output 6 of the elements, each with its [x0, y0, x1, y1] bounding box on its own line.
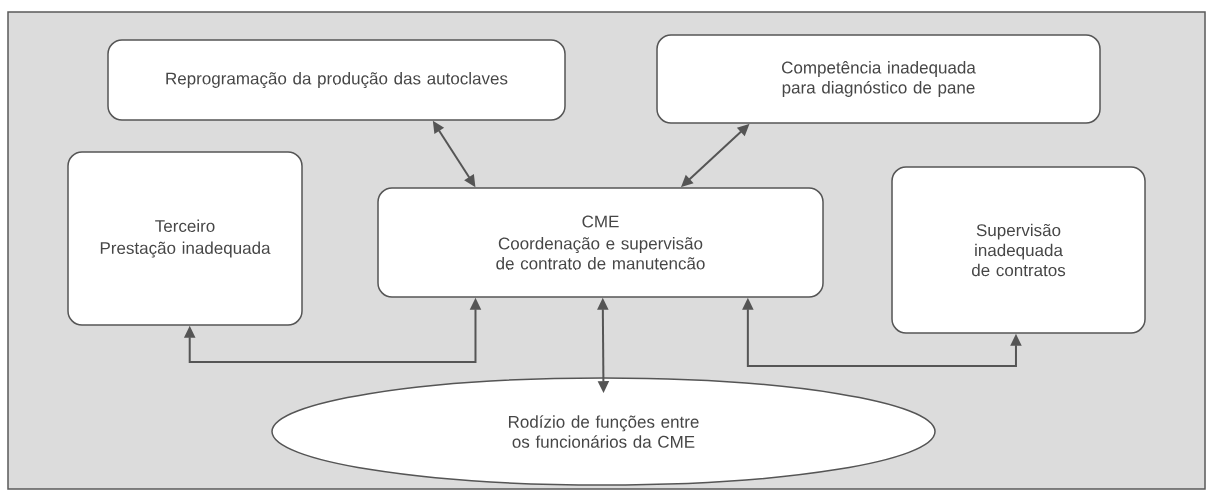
- rounded-box: CME Coordenação e supervisão de contrato de manutencão: [377, 187, 824, 298]
- rounded-box: Competência inadequada para diagnóstico de pane: [656, 34, 1101, 124]
- rounded-box: Reprogramação da produção das autoclaves: [107, 39, 566, 121]
- rounded-box: Terceiro Prestação inadequada: [67, 151, 303, 326]
- rounded-box: Supervisão inadequada de contratos: [891, 166, 1146, 334]
- ellipse-node: Rodízio de funções entre os funcionários da CME: [271, 377, 936, 486]
